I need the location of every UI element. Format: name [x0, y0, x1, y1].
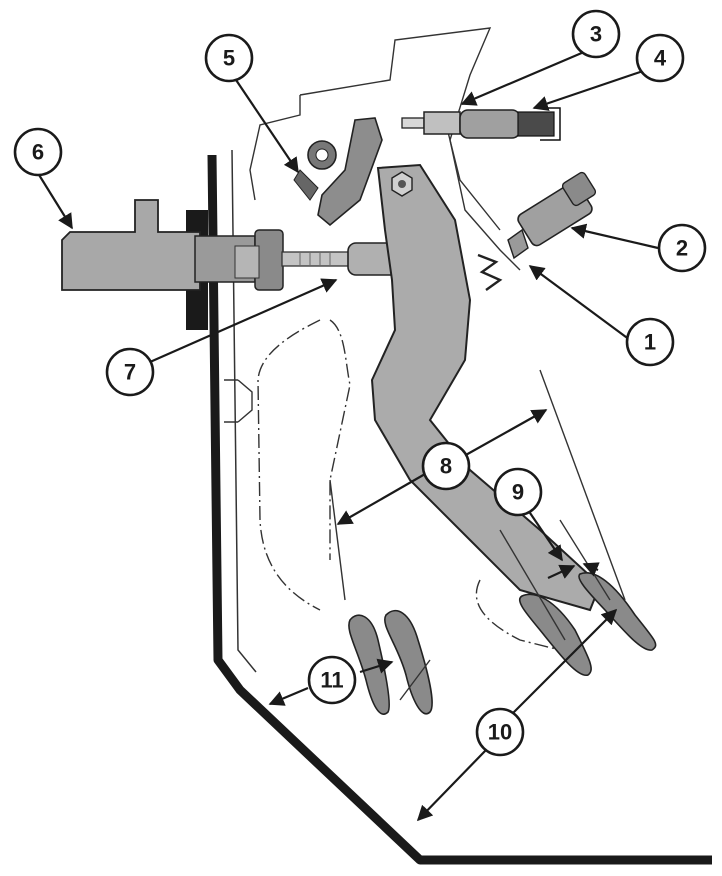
callout-6: 6 — [13, 127, 63, 177]
callout-8: 8 — [421, 441, 471, 491]
clutch-switch — [507, 171, 597, 260]
callout-label: 4 — [654, 46, 667, 71]
callout-2: 2 — [657, 223, 707, 273]
pedal-pivot-bracket — [293, 117, 383, 227]
callout-10: 10 — [475, 707, 525, 757]
callout-3: 3 — [571, 9, 621, 59]
callout-label: 7 — [124, 360, 136, 385]
master-cylinder — [61, 199, 284, 291]
alternate-pedal-outline — [224, 319, 561, 651]
mounting-bracket-outline — [249, 27, 521, 271]
callout-5: 5 — [204, 33, 254, 83]
callout-label: 5 — [223, 46, 235, 71]
brake-pedal-pads — [348, 609, 433, 715]
callout-label: 9 — [512, 480, 524, 505]
callout-7: 7 — [105, 347, 155, 397]
callout-9: 9 — [493, 467, 543, 517]
callout-label: 3 — [590, 22, 602, 47]
callout-4: 4 — [635, 33, 685, 83]
callout-label: 11 — [320, 668, 343, 693]
callout-label: 2 — [676, 236, 688, 261]
callout-label: 8 — [440, 454, 452, 479]
callout-1: 1 — [625, 317, 675, 367]
callout-label: 1 — [644, 330, 656, 355]
callout-label: 6 — [32, 140, 44, 165]
leader-lines — [35, 50, 659, 822]
stop-switch — [401, 107, 561, 141]
callout-11: 11 — [307, 655, 357, 705]
callout-label: 10 — [488, 720, 512, 745]
clutch-pedal-arm — [370, 163, 602, 612]
dimension-lines — [329, 369, 626, 701]
clutch-pedal-pads — [518, 572, 657, 676]
